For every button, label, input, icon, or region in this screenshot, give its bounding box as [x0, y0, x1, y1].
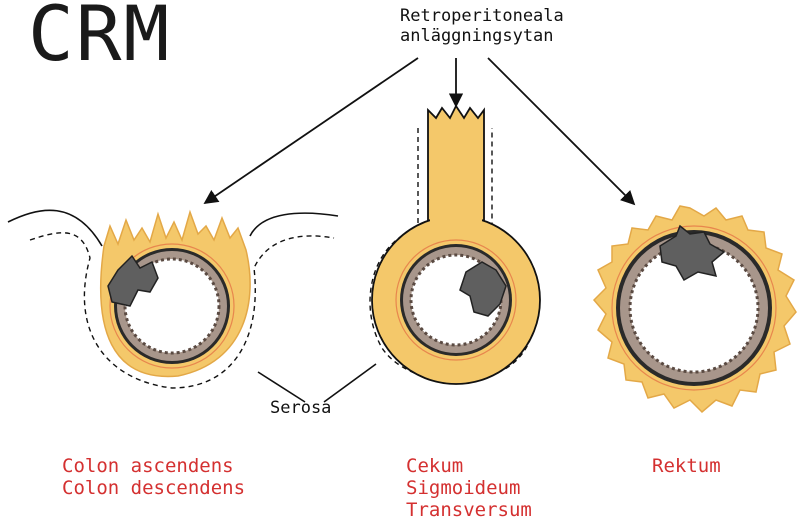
cecum-sigmoid-diagram — [370, 106, 540, 384]
serosa-pointers — [258, 364, 376, 402]
caption-middle-line2: Sigmoideum — [406, 477, 520, 499]
caption-right: Rektum — [652, 455, 721, 477]
caption-left: Colon ascendens Colon descendens — [62, 455, 245, 499]
colon-ascendens-diagram — [8, 210, 338, 388]
retroperitoneal-label-line2: anläggningsytan — [400, 26, 554, 46]
caption-left-line1: Colon ascendens — [62, 455, 234, 477]
caption-middle-line1: Cekum — [406, 455, 463, 477]
retroperitoneal-label: Retroperitoneala anläggningsytan — [400, 6, 564, 46]
diagram-title: CRM — [28, 0, 171, 72]
retroperitoneal-pointers — [205, 58, 634, 204]
caption-middle: Cekum Sigmoideum Transversum — [406, 455, 532, 521]
serosa-label: Serosa — [270, 398, 331, 418]
rectum-diagram — [594, 206, 796, 412]
caption-middle-line3: Transversum — [406, 499, 532, 521]
retroperitoneal-label-line1: Retroperitoneala — [400, 6, 564, 26]
caption-left-line2: Colon descendens — [62, 477, 245, 499]
caption-right-line1: Rektum — [652, 455, 721, 477]
